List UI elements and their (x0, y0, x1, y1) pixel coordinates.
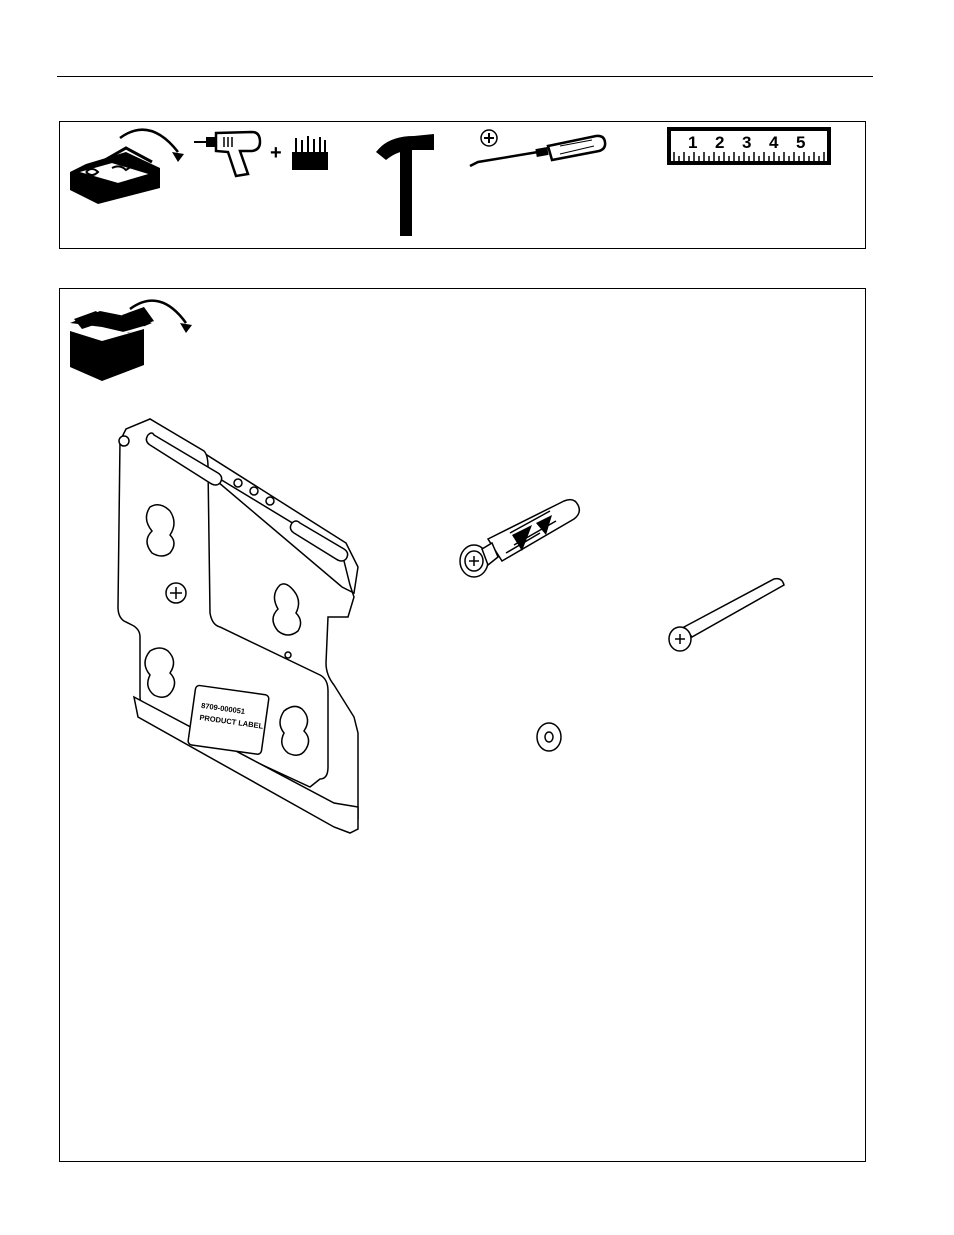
washer-icon (534, 721, 564, 753)
tools-required-panel: + (59, 121, 866, 249)
anchor-bolt-icon (452, 495, 592, 581)
phillips-screwdriver-icon (468, 128, 608, 172)
ruler-number: 1 (688, 133, 697, 152)
drill-icon (192, 128, 272, 178)
parts-included-panel: 8709-000051 PRODUCT LABEL (59, 288, 866, 1162)
wall-plate-bracket-icon: 8709-000051 PRODUCT LABEL (114, 417, 374, 847)
drill-bits-icon (292, 134, 328, 170)
toolbox-icon (64, 124, 186, 204)
plus-sign: + (270, 142, 282, 165)
ruler-icon: 1 2 3 4 5 (666, 126, 832, 166)
top-rule (57, 76, 873, 77)
ruler-number: 3 (742, 133, 751, 152)
ruler-number: 2 (715, 133, 724, 152)
ruler-number: 5 (796, 133, 805, 152)
long-screw-icon (664, 577, 790, 657)
open-box-icon (66, 293, 192, 379)
ruler-number: 4 (769, 133, 779, 152)
hammer-icon (374, 132, 438, 242)
